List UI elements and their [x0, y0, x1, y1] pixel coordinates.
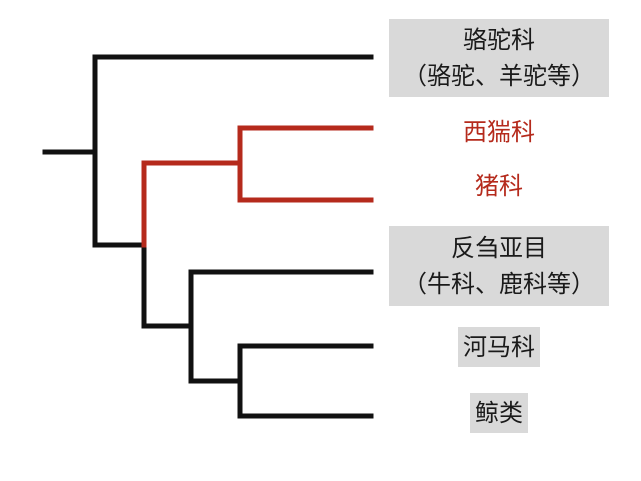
taxon-name: 猪科 [475, 172, 523, 200]
taxon-name: 反刍亚目 [451, 234, 547, 262]
tayassuidae-branch [237, 125, 374, 166]
ruminant-whale-clade-branch [141, 242, 194, 329]
ruminantia-branch [188, 269, 374, 329]
camelidae-branch [92, 54, 374, 155]
taxon-examples: （牛科、鹿科等） [403, 270, 595, 298]
taxon-label-suidae: 猪科 [470, 168, 528, 206]
whippomorpha-branch [188, 323, 243, 384]
taxon-label-tayassuidae: 西猯科 [458, 114, 540, 152]
suina-stem-branch [141, 160, 243, 248]
taxon-label-cetacea: 鲸类 [470, 393, 528, 433]
cetacea-branch [237, 378, 374, 419]
taxon-name: 骆驼科 [463, 26, 535, 54]
suidae-branch [237, 160, 374, 203]
taxon-name: 鲸类 [475, 399, 523, 427]
remaining-clade-branch [92, 149, 147, 248]
taxon-label-camelidae: 骆驼科 （骆驼、羊驼等） [389, 19, 609, 97]
taxon-name: 河马科 [463, 333, 535, 361]
hippopotamidae-branch [237, 343, 374, 384]
taxon-label-ruminantia: 反刍亚目 （牛科、鹿科等） [389, 226, 609, 306]
taxon-label-hippopotamidae: 河马科 [458, 327, 540, 367]
taxon-examples: （骆驼、羊驼等） [403, 62, 595, 90]
taxon-name: 西猯科 [463, 118, 535, 146]
